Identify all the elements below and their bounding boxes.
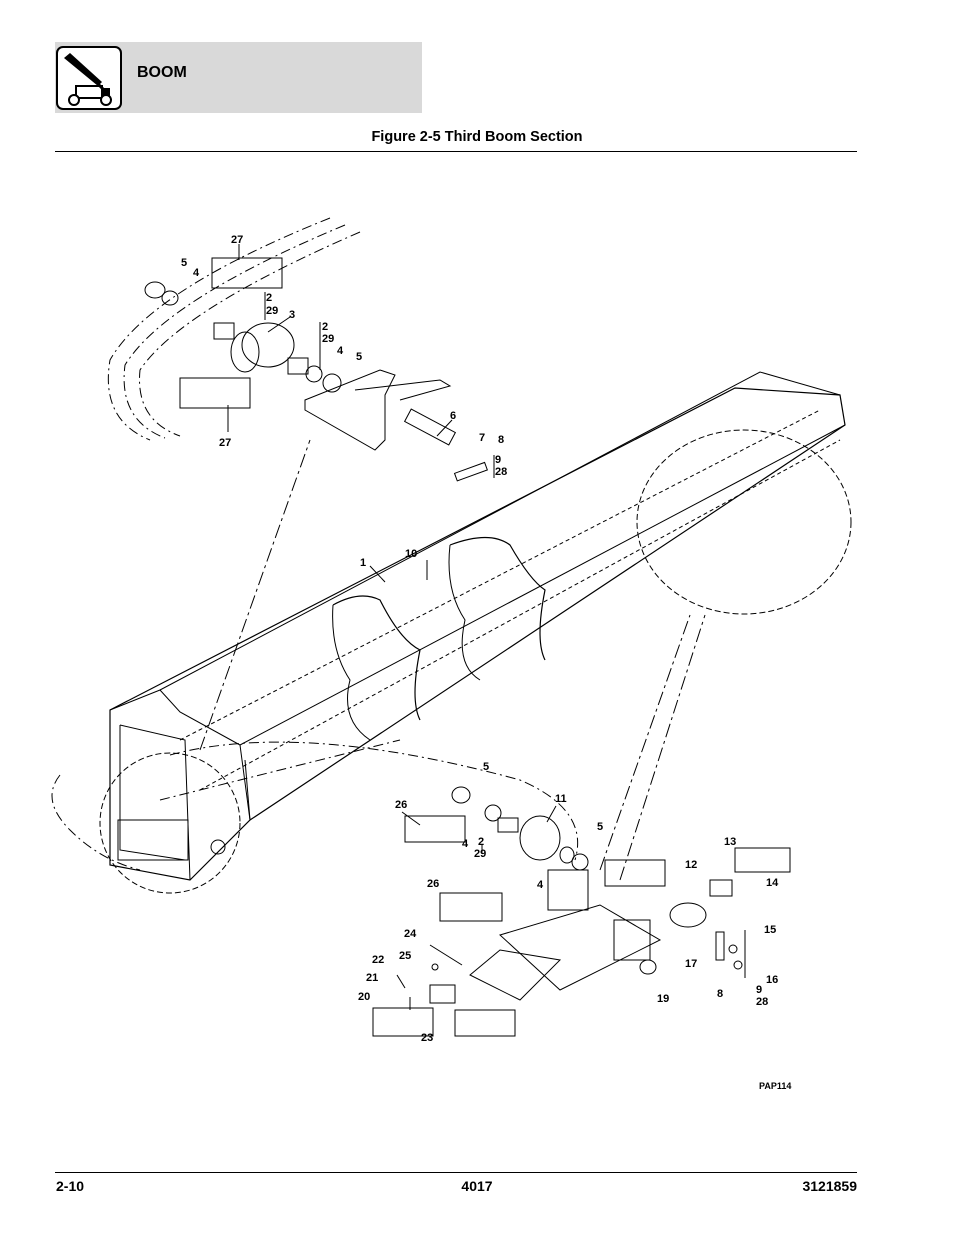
page-number: 2-10 [56,1178,85,1194]
callout-label: 21 [366,972,378,984]
callout-label: 13 [724,836,736,848]
callout-label: 4 [337,345,344,357]
callout-label: 5 [356,351,362,363]
callout-label: 9 [495,454,501,466]
callout-label: 23 [421,1032,433,1044]
callout-label: 27 [231,234,243,246]
callout-label: 12 [685,859,697,871]
callout-label: 4 [537,879,544,891]
callout-label: 17 [685,958,697,970]
callout-label: 1 [360,557,366,569]
callout-label: 2 [266,292,272,304]
callout-label: 10 [405,548,417,560]
callout-label: 15 [764,924,776,936]
callout-label: 4 [462,838,469,850]
callout-label: 9 [756,984,762,996]
callout-label: 7 [479,432,485,444]
callout-label: 19 [657,993,669,1005]
callout-label: 4 [193,267,200,279]
model-number: 4017 [461,1178,493,1194]
drawing-code: PAP114 [759,1081,791,1091]
callout-label: 2 [322,321,328,333]
callout-label: 24 [404,928,417,940]
top-rule [55,151,857,152]
callout-label: 29 [322,333,334,345]
callout-label: 5 [483,761,489,773]
callout-label: 5 [181,257,187,269]
callout-label: 25 [399,950,411,962]
figure-title: Figure 2-5 Third Boom Section [371,129,583,145]
callout-label: 29 [474,848,486,860]
callout-label: 5 [597,821,603,833]
callout-label: 29 [266,305,278,317]
callout-label: 27 [219,437,231,449]
callout-label: 11 [555,793,567,805]
callout-label: 20 [358,991,370,1003]
callout-label: 6 [450,410,456,422]
callout-label: 16 [766,974,778,986]
callout-label: 2 [478,836,484,848]
callout-label: 26 [395,799,407,811]
callout-label: 8 [717,988,723,1000]
callout-label: 3 [289,309,295,321]
callout-label: 28 [756,996,768,1008]
callout-label: 28 [495,466,507,478]
bottom-rule [55,1172,857,1173]
callout-label: 14 [766,877,779,889]
callout-label: 26 [427,878,439,890]
section-title: BOOM [137,64,187,81]
callout-label: 8 [498,434,504,446]
document-number: 3121859 [802,1178,857,1194]
telehandler-boom-icon [56,46,122,110]
callout-label: 22 [372,954,384,966]
